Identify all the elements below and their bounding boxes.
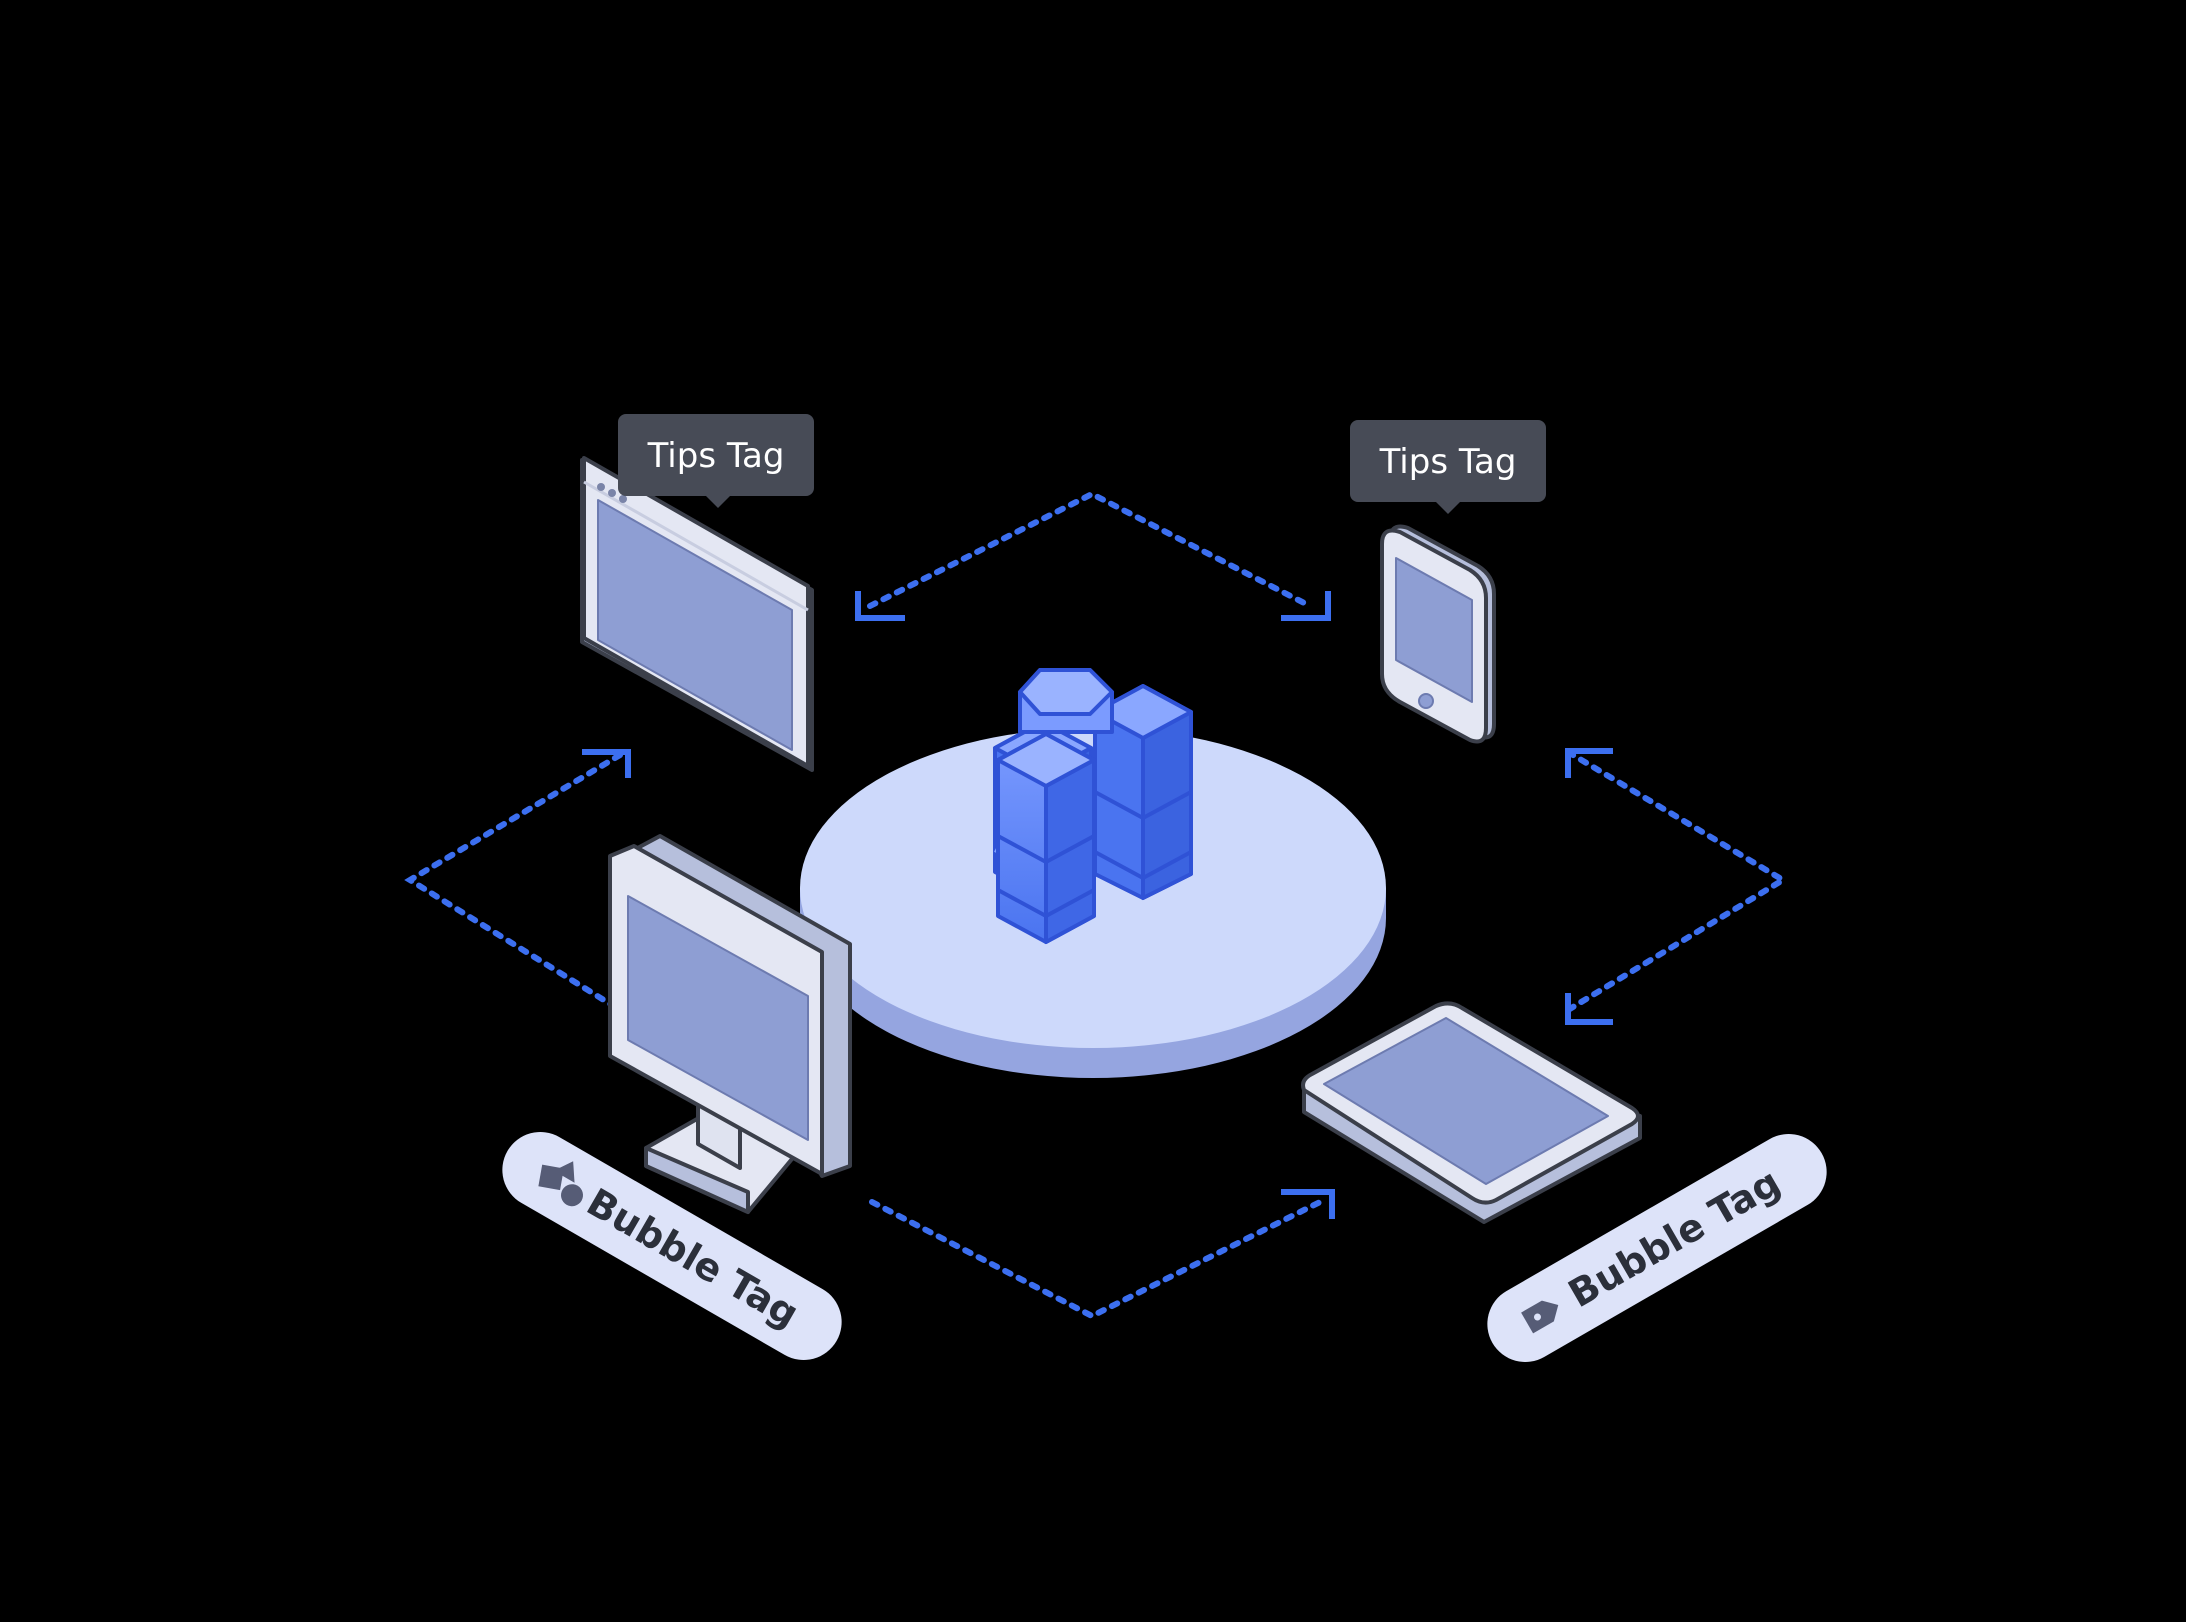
shapes-icon xyxy=(538,1161,584,1207)
data-stack-icon xyxy=(993,668,1193,944)
connector-right xyxy=(1565,749,1789,1013)
connection-lines xyxy=(404,490,1789,1320)
arrowhead-top-left xyxy=(855,591,905,621)
connector-top xyxy=(867,490,1313,609)
smartphone-device xyxy=(1380,524,1496,744)
connector-bottom xyxy=(869,1199,1323,1320)
tips-tag-right: Tips Tag xyxy=(1350,420,1546,514)
tips-tag-left-label: Tips Tag xyxy=(647,436,785,476)
tips-tag-left: Tips Tag xyxy=(618,414,814,508)
desktop-monitor-device xyxy=(608,834,852,1214)
arrowhead-left-up xyxy=(582,749,631,778)
arrowhead-bottom-right xyxy=(1281,1189,1335,1219)
bubble-tag-left-label: Bubble Tag xyxy=(579,1180,806,1336)
price-tag-icon xyxy=(1521,1300,1559,1334)
tips-tag-right-label: Tips Tag xyxy=(1379,442,1517,482)
arrowhead-right-up xyxy=(1565,748,1613,778)
tablet-device xyxy=(1301,1001,1642,1224)
browser-window-device xyxy=(580,456,814,772)
arrowhead-right-down xyxy=(1565,993,1613,1025)
bubble-tag-right-label: Bubble Tag xyxy=(1561,1160,1788,1316)
connector-left xyxy=(404,752,623,1013)
arrowhead-top-right xyxy=(1281,591,1331,621)
arrowheads xyxy=(582,591,1613,1219)
